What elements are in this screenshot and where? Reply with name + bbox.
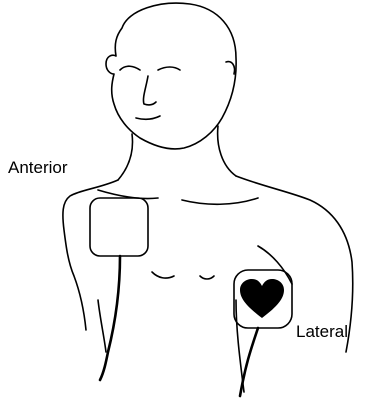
eyebrow-right	[158, 67, 180, 70]
chest-line-left	[152, 272, 174, 278]
left-arm-inner	[98, 300, 106, 352]
ear	[226, 62, 235, 74]
anterior-pad	[90, 198, 148, 256]
lateral-pad-cable	[240, 328, 258, 396]
left-shoulder-arm	[63, 180, 118, 330]
lateral-label: Lateral	[296, 323, 348, 340]
anterior-pad-cable	[100, 256, 120, 380]
heart-icon	[240, 279, 284, 318]
mouth	[136, 116, 160, 119]
anterior-label: Anterior	[8, 159, 68, 176]
neck-left	[118, 134, 132, 180]
eyebrow-left	[120, 66, 140, 70]
nose	[143, 76, 156, 105]
neck-right	[218, 126, 236, 176]
head-outline	[106, 3, 236, 149]
nipple-left	[200, 276, 214, 279]
collarbone-right	[182, 198, 258, 204]
right-arm-inner	[258, 246, 292, 284]
